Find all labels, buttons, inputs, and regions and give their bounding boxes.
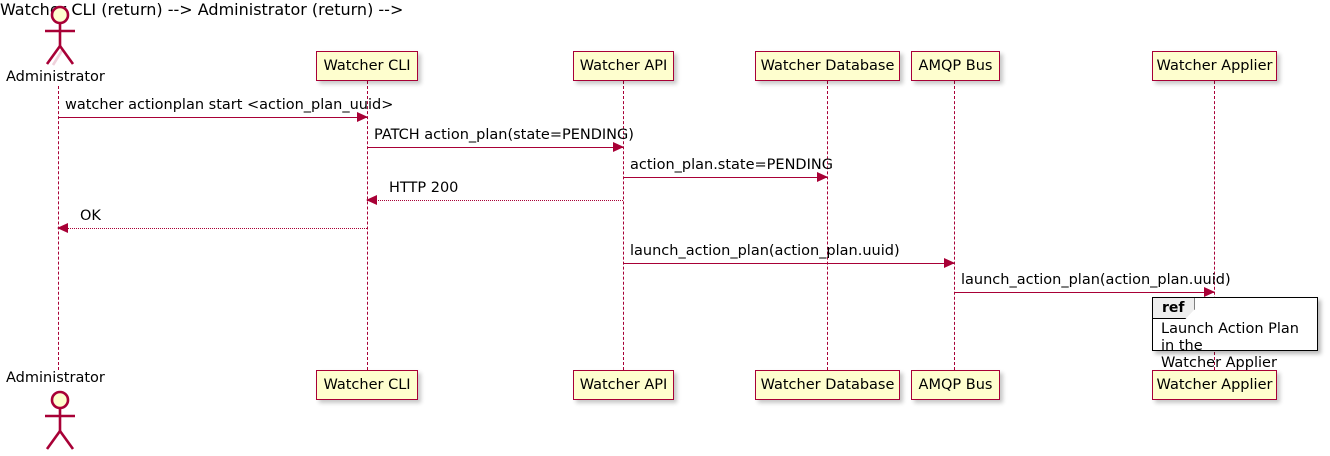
participant-label-watcher-cli-top: Watcher CLI	[323, 58, 411, 74]
actor-label-administrator-top: Administrator	[6, 69, 105, 85]
participant-box-watcher-applier-bottom[interactable]: Watcher Applier	[1152, 370, 1277, 400]
participant-label-watcher-database-bottom: Watcher Database	[760, 377, 895, 393]
participant-box-watcher-applier-top[interactable]: Watcher Applier	[1152, 51, 1277, 81]
actor-administrator-bottom	[36, 389, 82, 451]
participant-box-watcher-cli-bottom[interactable]: Watcher CLI	[316, 370, 418, 400]
arrowhead-right-icon	[613, 142, 624, 152]
message-line	[58, 117, 367, 118]
ref-fragment[interactable]: ref Launch Action Plan in the Watcher Ap…	[1152, 297, 1318, 371]
arrowhead-left-icon	[57, 223, 68, 233]
participant-label-watcher-applier-top: Watcher Applier	[1156, 58, 1273, 74]
actor-administrator-top	[36, 4, 82, 66]
message-line	[623, 263, 954, 264]
message-label: launch_action_plan(action_plan.uuid)	[961, 272, 1231, 288]
participant-box-amqp-bus-bottom[interactable]: AMQP Bus	[911, 370, 1000, 400]
ref-fragment-keyword: ref	[1153, 298, 1195, 319]
actor-label-administrator-bottom: Administrator	[6, 370, 105, 386]
ref-fragment-text-line-1: Launch Action Plan in the	[1161, 321, 1299, 354]
participant-label-watcher-applier-bottom: Watcher Applier	[1156, 377, 1273, 393]
arrowhead-right-icon	[817, 172, 828, 182]
participant-box-watcher-api-bottom[interactable]: Watcher API	[573, 370, 674, 400]
stick-figure-icon	[45, 5, 75, 66]
arrowhead-right-icon	[357, 112, 368, 122]
message-line	[58, 228, 367, 229]
participant-box-watcher-database-bottom[interactable]: Watcher Database	[755, 370, 900, 400]
participant-box-watcher-api-top[interactable]: Watcher API	[573, 51, 674, 81]
message-line	[367, 200, 623, 201]
participant-label-watcher-api-top: Watcher API	[579, 58, 668, 74]
message-label: watcher actionplan start <action_plan_uu…	[65, 97, 394, 113]
lifeline-amqp-bus	[954, 81, 955, 370]
participant-box-amqp-bus-top[interactable]: AMQP Bus	[911, 51, 1000, 81]
lifeline-watcher-api	[623, 81, 624, 370]
lifeline-watcher-cli	[367, 81, 368, 370]
participant-label-watcher-database-top: Watcher Database	[760, 58, 895, 74]
participant-box-watcher-cli-top[interactable]: Watcher CLI	[316, 51, 418, 81]
message-label: PATCH action_plan(state=PENDING)	[374, 127, 634, 143]
message-label: OK	[80, 208, 101, 224]
participant-label-watcher-cli-bottom: Watcher CLI	[323, 377, 411, 393]
message-label: HTTP 200	[389, 180, 459, 196]
participant-label-amqp-bus-top: AMQP Bus	[918, 58, 993, 74]
message-line	[623, 177, 827, 178]
message-line	[954, 292, 1214, 293]
stick-figure-icon	[45, 390, 75, 450]
arrowhead-right-icon	[944, 258, 955, 268]
participant-box-watcher-database-top[interactable]: Watcher Database	[755, 51, 900, 81]
message-label: launch_action_plan(action_plan.uuid)	[630, 243, 900, 259]
message-line	[367, 147, 623, 148]
ref-fragment-text-line-2: Watcher Applier	[1161, 355, 1277, 371]
ref-fragment-text: Launch Action Plan in the Watcher Applie…	[1153, 320, 1317, 373]
arrowhead-left-icon	[366, 195, 377, 205]
participant-label-watcher-api-bottom: Watcher API	[579, 377, 668, 393]
lifeline-watcher-applier	[1214, 81, 1215, 370]
lifeline-watcher-database	[827, 81, 828, 370]
participant-label-amqp-bus-bottom: AMQP Bus	[918, 377, 993, 393]
message-label: action_plan.state=PENDING	[630, 157, 833, 173]
arrowhead-right-icon	[1204, 287, 1215, 297]
